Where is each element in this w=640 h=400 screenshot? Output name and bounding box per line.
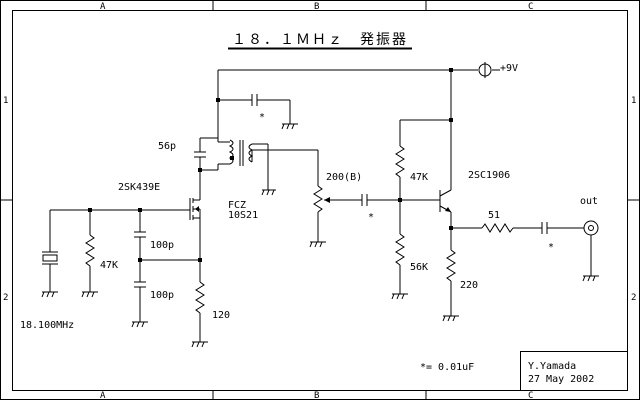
author: Y.Yamada — [528, 361, 576, 372]
transformer-label: FCZ — [228, 200, 246, 211]
resistor-47k-bias — [395, 118, 453, 200]
bypass-cap-star-label: * — [259, 112, 265, 123]
row-label-2-left: 2 — [3, 293, 8, 303]
resistor-120-label: 120 — [212, 310, 230, 321]
date: 27 May 2002 — [528, 374, 594, 385]
capacitor-56p-label: 56p — [158, 141, 176, 152]
resistor-56k — [391, 200, 408, 300]
schematic-title: １８．１ＭＨｚ 発振器 — [232, 32, 408, 48]
resistor-220 — [442, 249, 459, 322]
column-label-b-top: B — [314, 2, 319, 12]
capacitor-100p-2-label: 100p — [150, 290, 174, 301]
output-cap-star-label: * — [548, 242, 554, 253]
potentiometer-label: 200(B) — [326, 172, 362, 183]
resistor-220-label: 220 — [460, 280, 478, 291]
row-label-2-right: 2 — [631, 293, 636, 303]
capacitor-note: *= 0.01uF — [420, 362, 474, 373]
coupling-cap-star-label: * — [368, 212, 374, 223]
transformer-model-label: 10S21 — [228, 210, 258, 221]
gate-network — [41, 208, 190, 298]
resistor-47k-gate-label: 47K — [100, 260, 118, 271]
row-label-1-left: 1 — [3, 96, 8, 106]
supply-rail — [216, 62, 500, 190]
column-label-a-bottom: A — [100, 391, 106, 400]
column-label-c-top: C — [528, 2, 533, 12]
resistor-56k-label: 56K — [410, 262, 428, 273]
bypass-capacitor-top — [218, 94, 298, 130]
crystal-label: 18.100MHz — [20, 320, 74, 331]
column-label-b-bottom: B — [314, 391, 319, 400]
fcz-transformer — [218, 139, 319, 196]
row-label-1-right: 1 — [631, 96, 636, 106]
supply-label: +9V — [500, 63, 518, 74]
title-block — [520, 351, 628, 391]
potentiometer-200b — [309, 185, 362, 248]
capacitor-divider — [131, 210, 202, 328]
transistor-label: 2SC1906 — [468, 170, 510, 181]
coupling-capacitor-mid — [361, 194, 440, 206]
transistor-2sc1906 — [439, 189, 453, 250]
resistor-47k-bias-label: 47K — [410, 172, 428, 183]
output-label: out — [580, 196, 598, 207]
capacitor-100p-1-label: 100p — [150, 240, 174, 251]
resistor-51-label: 51 — [488, 210, 500, 221]
fet-label: 2SK439E — [118, 182, 160, 193]
resistor-120 — [191, 250, 208, 348]
column-label-c-bottom: C — [528, 391, 533, 400]
column-label-a-top: A — [100, 2, 106, 12]
fet-2sk439e — [189, 170, 201, 250]
resistor-47k-gate — [81, 210, 98, 298]
output-network — [451, 220, 599, 282]
capacitor-56p — [194, 137, 219, 172]
